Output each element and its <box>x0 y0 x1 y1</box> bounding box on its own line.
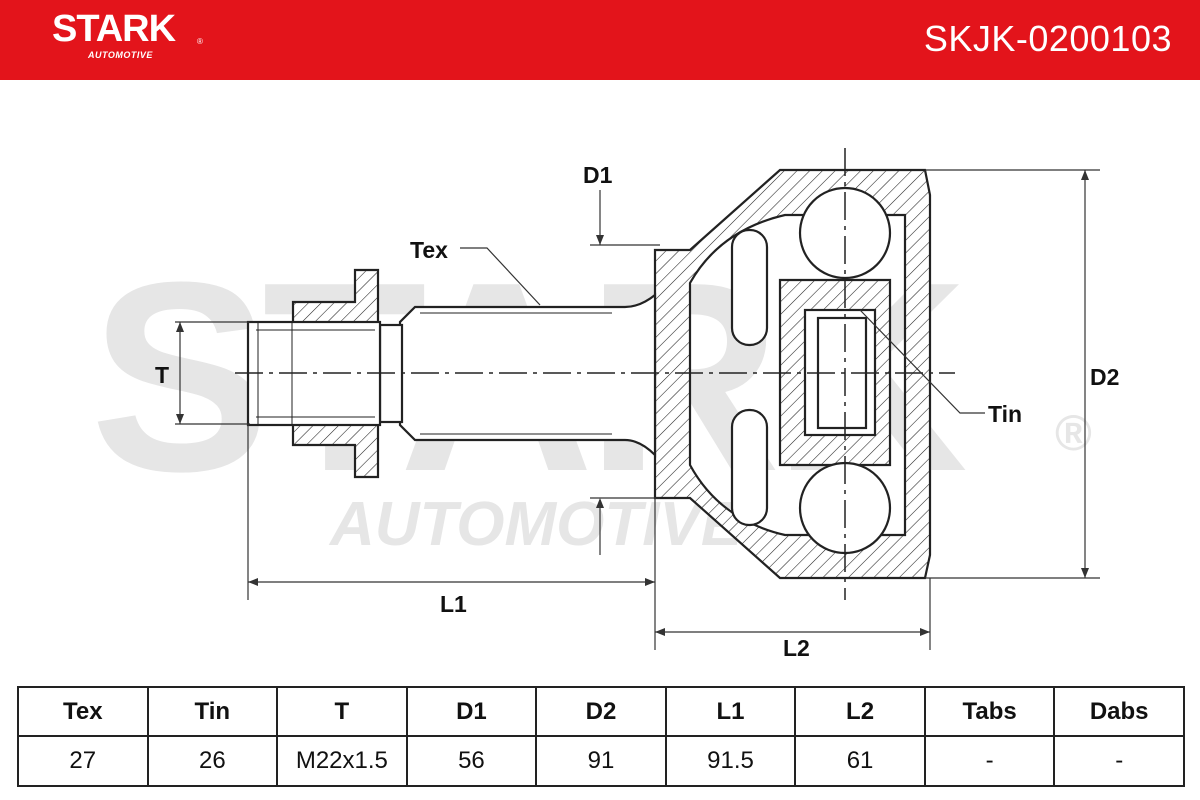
cv-joint-technical-drawing: STARK AUTOMOTIVE ® <box>90 148 1119 661</box>
dimension-lines <box>175 169 1100 650</box>
label-l2: L2 <box>783 635 810 661</box>
part-number: SKJK-0200103 <box>923 18 1172 59</box>
header-tex: Tex <box>17 686 149 737</box>
value-tabs: - <box>923 735 1056 787</box>
bell-housing-body <box>653 168 932 580</box>
cage-lower <box>730 408 769 527</box>
value-t: M22x1.5 <box>276 735 408 787</box>
value-l2: 61 <box>794 735 926 787</box>
value-tex: 27 <box>17 735 149 787</box>
specs-header-row: Tex Tin T D1 D2 L1 L2 Tabs Dabs <box>17 686 1185 737</box>
header-l1: L1 <box>664 686 797 737</box>
value-l1: 91.5 <box>664 735 797 787</box>
header-d2: D2 <box>535 686 667 737</box>
label-l1: L1 <box>440 591 467 617</box>
header-l2: L2 <box>794 686 926 737</box>
label-tex: Tex <box>410 237 448 263</box>
cage-upper <box>730 228 769 347</box>
upper-ball <box>798 186 892 280</box>
value-d1: 56 <box>405 735 538 787</box>
header-d1: D1 <box>405 686 538 737</box>
header-tin: Tin <box>146 686 279 737</box>
header-dabs: Dabs <box>1053 686 1185 737</box>
label-d2: D2 <box>1090 364 1119 390</box>
value-tin: 26 <box>146 735 279 787</box>
watermark-subtitle: AUTOMOTIVE <box>328 490 744 559</box>
label-tin: Tin <box>988 401 1022 427</box>
label-d1: D1 <box>583 162 613 188</box>
brand-logo-subtitle: AUTOMOTIVE <box>88 50 153 60</box>
specs-table: Tex Tin T D1 D2 L1 L2 Tabs Dabs 27 26 M2… <box>17 686 1185 787</box>
shaft-thread <box>420 312 612 435</box>
brand-logo: STARK <box>52 8 176 50</box>
value-d2: 91 <box>535 735 667 787</box>
label-t: T <box>155 362 169 388</box>
dimension-arrows <box>176 170 1089 636</box>
watermark-registered-mark: ® <box>1055 405 1092 461</box>
logo-registered-mark: ® <box>197 37 203 46</box>
specs-value-row: 27 26 M22x1.5 56 91 91.5 61 - - <box>17 735 1185 787</box>
header-t: T <box>276 686 408 737</box>
header-bar: STARK ® AUTOMOTIVE SKJK-0200103 <box>0 0 1200 80</box>
shaft-body <box>398 292 657 458</box>
header-tabs: Tabs <box>923 686 1056 737</box>
value-dabs: - <box>1053 735 1185 787</box>
